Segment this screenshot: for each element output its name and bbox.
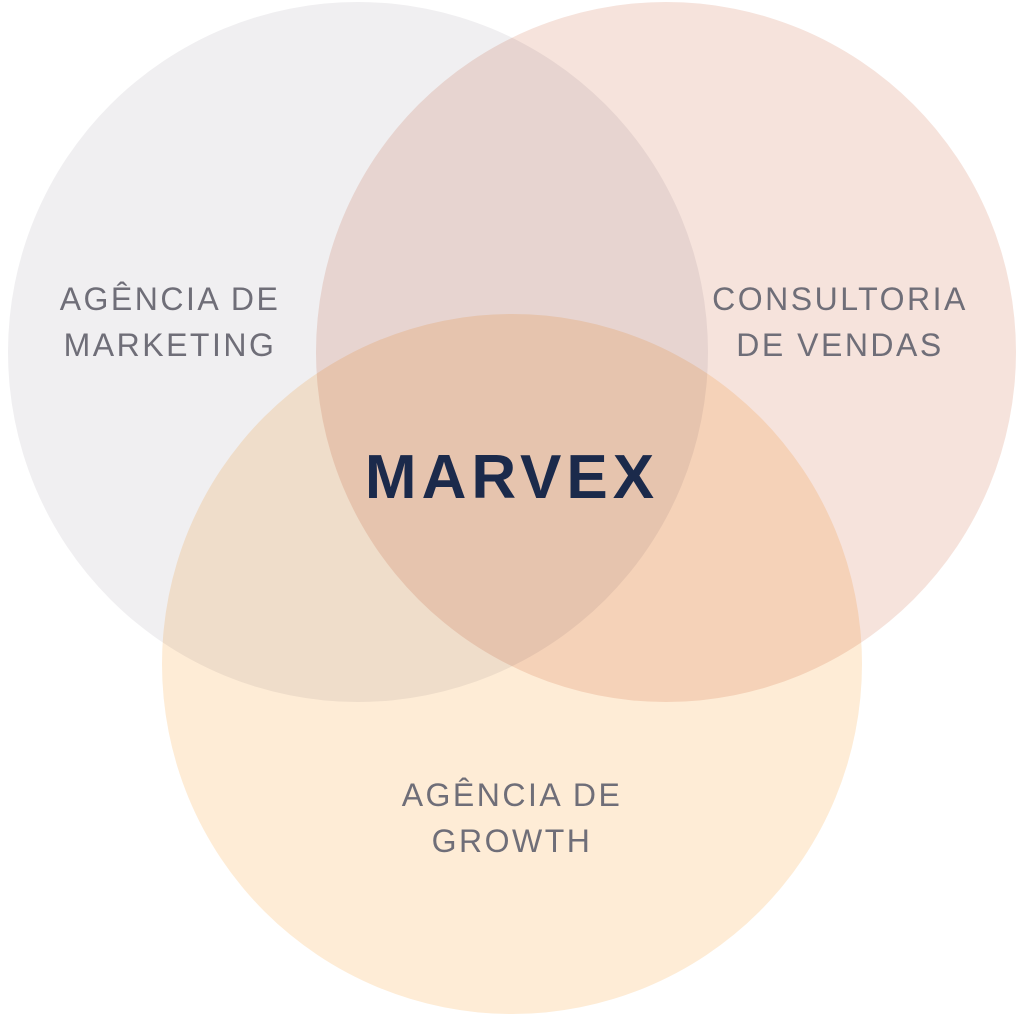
label-growth: AGÊNCIA DE GROWTH [401, 777, 623, 860]
brand-title: MARVEX [364, 443, 660, 512]
label-sales: CONSULTORIA DE VENDAS [712, 281, 968, 364]
label-marketing: AGÊNCIA DE MARKETING [59, 281, 281, 364]
venn-circle-growth [162, 314, 862, 1014]
